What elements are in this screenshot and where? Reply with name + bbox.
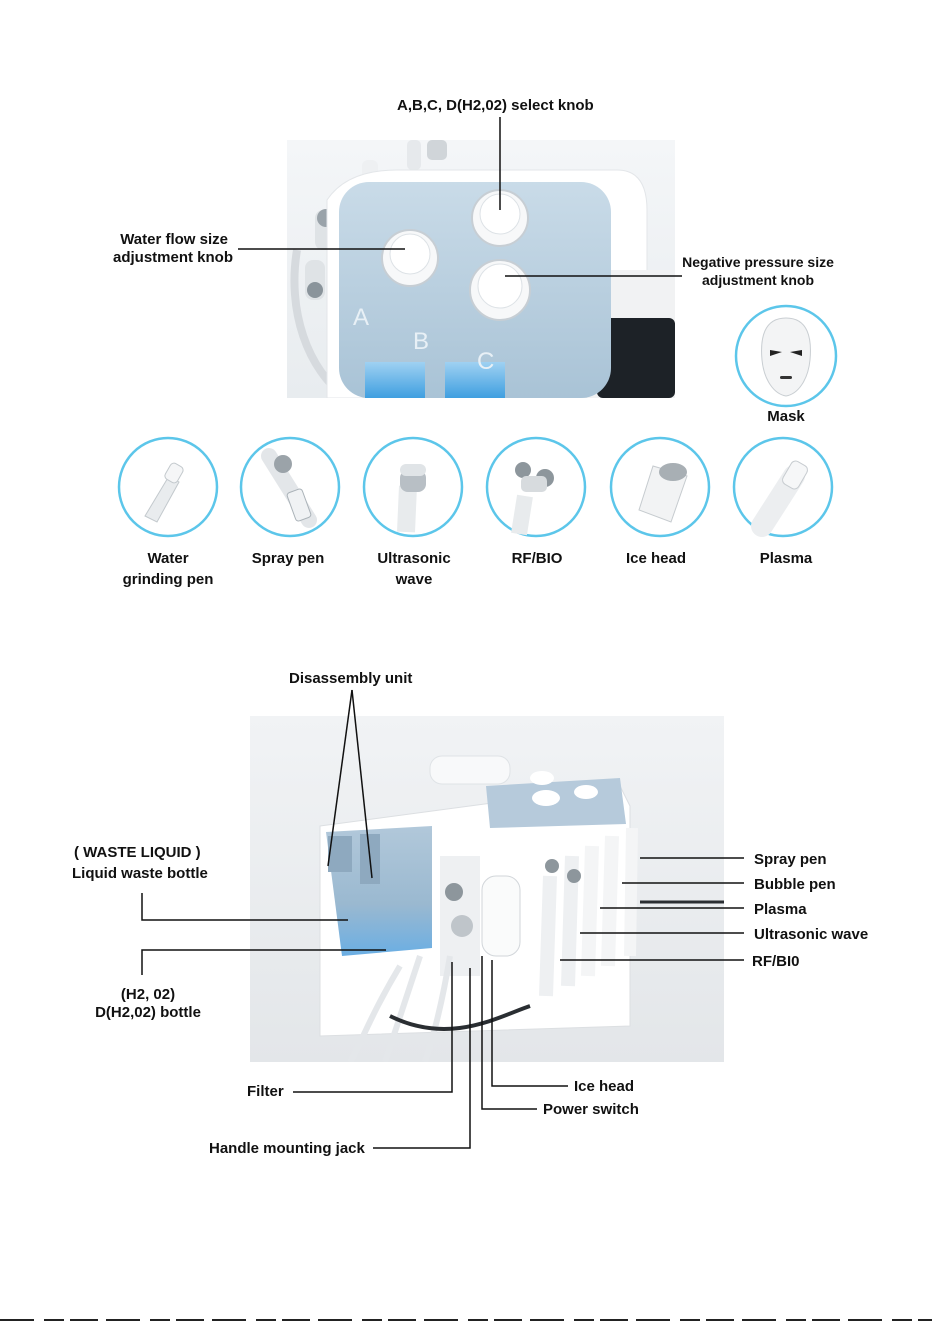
waste-liquid-label-line2: Liquid waste bottle xyxy=(72,865,208,882)
waste-liquid-label-line1: ( WASTE LIQUID ) xyxy=(74,844,201,861)
water-flow-label-line1: Water flow size xyxy=(120,231,228,248)
negative-pressure-label-line1: Negative pressure size xyxy=(682,254,834,270)
ice-head-label: Ice head xyxy=(574,1078,635,1095)
caption-line1: Ice head xyxy=(625,550,687,567)
panel-letter-b: B xyxy=(413,328,430,355)
water-flow-label-line2: adjustment knob xyxy=(112,249,233,266)
caption-line1: Ultrasonic xyxy=(377,550,451,567)
rf-bio-label: RF/BI0 xyxy=(752,953,800,970)
panel-letter-c: C xyxy=(477,348,495,375)
spray-pen-label: Spray pen xyxy=(754,851,827,868)
power-switch-label: Power switch xyxy=(543,1101,639,1118)
caption-line2: grinding pen xyxy=(122,571,214,588)
accessory-rf-bio xyxy=(485,436,587,538)
mask-label: Mask xyxy=(767,408,805,425)
accessory-caption-plasma: Plasma xyxy=(721,548,851,569)
accessory-caption-rf-bio: RF/BIO xyxy=(472,548,602,569)
ultrasonic-wave-label: Ultrasonic wave xyxy=(754,926,869,943)
accessory-plasma xyxy=(732,436,834,538)
accessory-caption-spray-pen: Spray pen xyxy=(223,548,353,569)
select-knob-label: A,B,C, D(H2,02) select knob xyxy=(397,97,594,114)
accessory-spray-pen xyxy=(239,436,341,538)
caption-line1: Plasma xyxy=(759,550,813,567)
handle-mounting-jack-label: Handle mounting jack xyxy=(209,1140,365,1157)
panel-letter-a: A xyxy=(353,304,370,331)
page-edge-dashes xyxy=(0,1319,932,1321)
accessory-caption-ice-head: Ice head xyxy=(591,548,721,569)
mask-icon xyxy=(734,304,838,408)
accessory-ultrasonic-wave xyxy=(362,436,464,538)
h2-bottle-label-line2: D(H2,02) bottle xyxy=(95,1004,201,1021)
caption-line1: Spray pen xyxy=(251,550,325,567)
accessory-water-grinding-pen xyxy=(117,436,219,538)
h2-bottle-label-line1: (H2, 02) xyxy=(120,986,176,1003)
caption-line2: wave xyxy=(395,571,433,588)
disassembly-unit-label: Disassembly unit xyxy=(289,670,413,687)
bubble-pen-label: Bubble pen xyxy=(754,876,836,893)
filter-label: Filter xyxy=(247,1083,284,1100)
caption-line1: RF/BIO xyxy=(511,550,563,567)
caption-line1: Water xyxy=(147,550,189,567)
machine-photo xyxy=(250,716,724,1062)
negative-pressure-label-line2: adjustment knob xyxy=(701,272,814,288)
plasma-label: Plasma xyxy=(754,901,807,918)
accessory-caption-ultrasonic-wave: Ultrasonic wave xyxy=(349,548,479,590)
accessory-ice-head xyxy=(609,436,711,538)
control-panel-photo: A B C xyxy=(287,140,675,398)
accessory-caption-water-grinding-pen: Water grinding pen xyxy=(103,548,233,590)
